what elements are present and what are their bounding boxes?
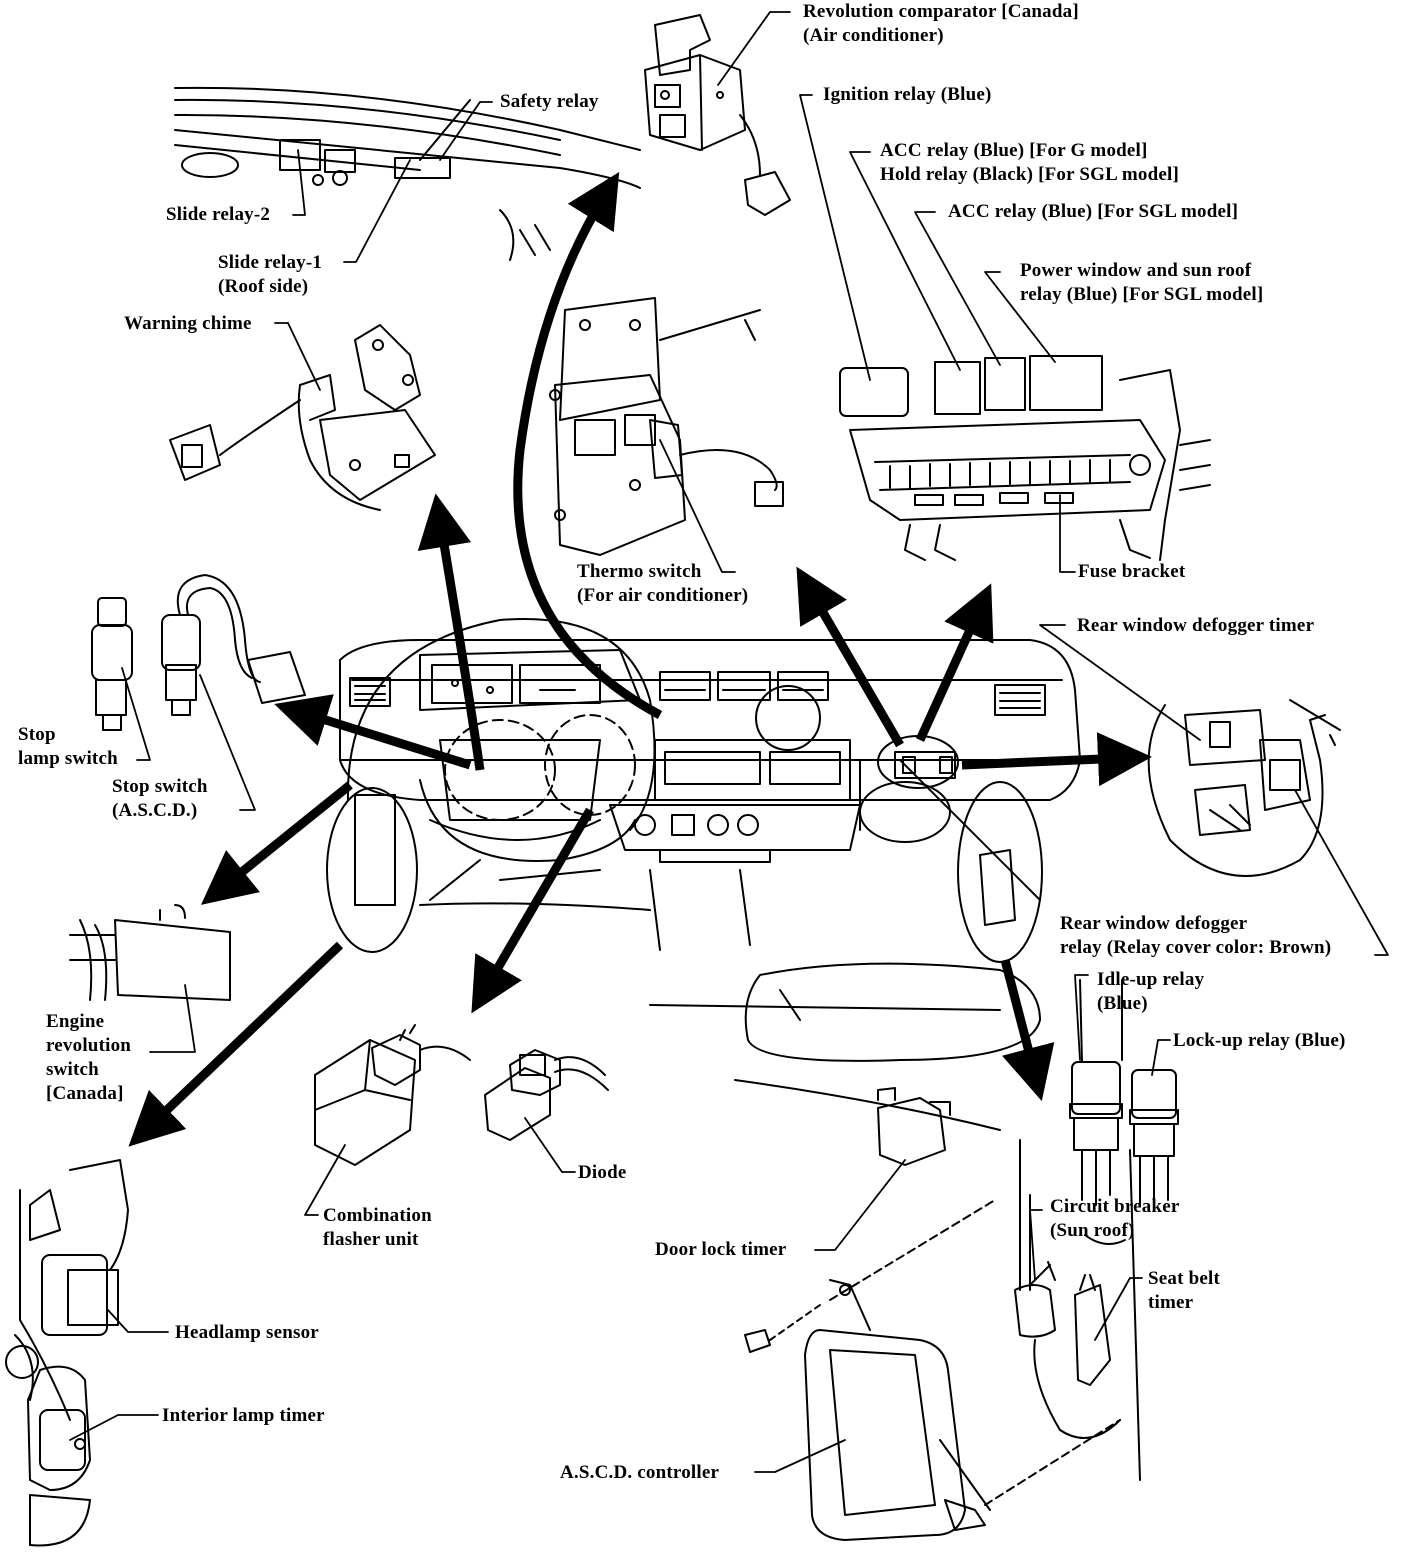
thermo-switch-illustration [549,297,784,556]
door-lock-timer-illustration [877,1087,951,1166]
engine-revolution-switch-illustration [69,904,231,1001]
mirror-illustration [649,962,1041,1131]
label-stop-lamp-switch: Stop lamp switch [18,724,118,769]
arrow-to-warning-chime [417,493,485,771]
relays-illustration [1069,979,1179,1211]
label-thermo-switch: Thermo switch (For air conditioner) [577,561,749,606]
label-rear-defogger-timer: Rear window defogger timer [1077,615,1315,636]
arrow-to-revolution-comparator [513,172,663,719]
label-fuse-bracket: Fuse bracket [1078,561,1186,582]
label-circuit-breaker: Circuit breaker (Sun roof) [1050,1196,1180,1241]
label-combination-flasher: Combination flasher unit [323,1205,432,1250]
stop-switch-illustration [91,574,306,731]
arrow-to-defogger-timer [961,732,1152,787]
revolution-comparator-illustration [644,14,791,216]
label-diode: Diode [578,1162,627,1183]
label-engine-revolution-switch: Engine revolution switch [Canada] [46,1011,132,1104]
label-idle-up-relay: Idle-up relay (Blue) [1097,969,1205,1014]
arrow-to-headlamp-sensor [128,941,344,1147]
label-acc-hold-relay: ACC relay (Blue) [For G model] Hold rela… [880,140,1180,185]
label-door-lock-timer: Door lock timer [655,1239,787,1260]
arrow-to-stop-switch [274,694,472,770]
headlamp-sensor-illustration [5,1159,129,1421]
arrow-to-flasher [471,807,594,1014]
arrow-to-relays [1000,958,1055,1102]
pointer-arrows [128,172,1152,1147]
flasher-illustration [314,1024,471,1166]
label-safety-relay: Safety relay [500,91,599,112]
leader-lines [69,11,1389,1473]
label-lock-up-relay: Lock-up relay (Blue) [1173,1030,1346,1051]
fuse-bracket-illustration [839,355,1211,561]
label-acc-relay-sgl: ACC relay (Blue) [For SGL model] [948,201,1239,222]
label-ignition-relay: Ignition relay (Blue) [823,84,992,105]
interior-lamp-timer-illustration [27,1365,91,1547]
dashboard-illustration [326,618,1081,963]
label-rear-defogger-relay: Rear window defogger relay (Relay cover … [1060,913,1332,958]
arrow-to-engine-revolution-switch [200,781,353,905]
label-revolution-comparator: Revolution comparator [Canada] (Air cond… [803,1,1079,46]
circuit-breaker-illustration [1014,1139,1141,1481]
label-interior-lamp-timer: Interior lamp timer [162,1405,325,1426]
label-power-window-relay: Power window and sun roof relay (Blue) [… [1020,260,1264,305]
label-slide-relay-2: Slide relay-2 [166,204,271,225]
warning-chime-illustration [169,324,436,511]
ascd-controller-illustration [744,1199,1121,1541]
label-headlamp-sensor: Headlamp sensor [175,1322,319,1343]
diode-illustration [484,1049,609,1141]
label-warning-chime: Warning chime [124,313,252,334]
arrow-to-fuse-bracket [915,583,994,742]
label-ascd-controller: A.S.C.D. controller [560,1462,720,1483]
label-stop-switch-ascd: Stop switch (A.S.C.D.) [112,776,208,821]
label-seat-belt-timer: Seat belt timer [1148,1268,1220,1313]
defogger-timer-illustration [1147,699,1341,877]
arrow-to-thermo-switch [796,566,904,748]
roof-illustration [174,86,641,261]
label-slide-relay-1: Slide relay-1 (Roof side) [218,252,323,297]
